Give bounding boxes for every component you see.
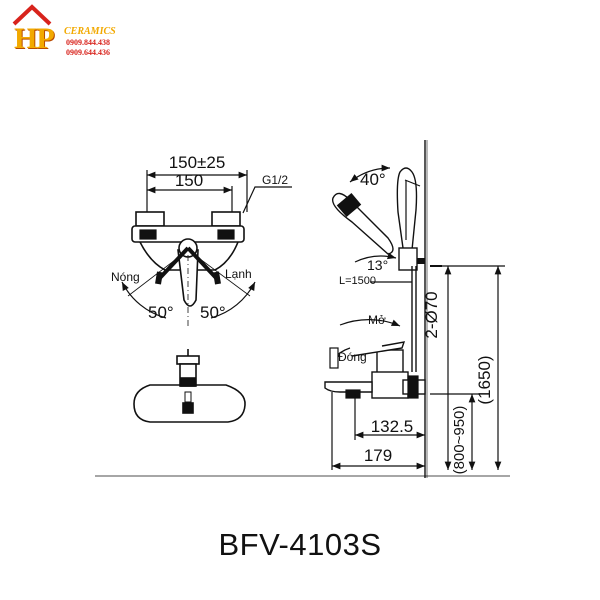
- angle-left-label: 50°: [148, 303, 174, 322]
- logo-brand-name: CERAMICS: [64, 26, 116, 37]
- dim-spout-179-label: 179: [364, 446, 392, 465]
- dim-height-range-label: (800~950): [451, 406, 468, 475]
- model-code: BFV-4103S: [218, 527, 382, 562]
- logo-phone-2: 0909.644.436: [66, 48, 110, 57]
- dim-outer-width: 150±25: [169, 153, 226, 172]
- angle-lever-label: 13°: [367, 257, 388, 273]
- dim-rail-label: 2-Ø70: [422, 291, 441, 338]
- angle-handshower-label: 40°: [360, 170, 386, 189]
- front-view: [121, 170, 292, 328]
- dim-height-total-label: (1650): [475, 355, 494, 404]
- house-roof-icon: [12, 4, 52, 26]
- thread-label: G1/2: [262, 173, 288, 187]
- logo-initials: HP: [14, 22, 55, 55]
- side-view: [95, 140, 510, 478]
- logo-phone-1: 0909.844.438: [66, 38, 110, 47]
- close-label: Đóng: [338, 350, 367, 364]
- open-label: Mở: [368, 313, 386, 327]
- angle-right-label: 50°: [200, 303, 226, 322]
- dim-spout-132-label: 132.5: [371, 417, 414, 436]
- hot-water-label: Nóng: [111, 270, 140, 284]
- hose-length-label: L=1500: [339, 275, 376, 287]
- top-view: [133, 349, 246, 423]
- cold-water-label: Lạnh: [225, 267, 252, 281]
- dim-inner-width: 150: [175, 171, 203, 190]
- brand-logo: HP CERAMICS 0909.844.438 0909.644.436: [6, 4, 136, 60]
